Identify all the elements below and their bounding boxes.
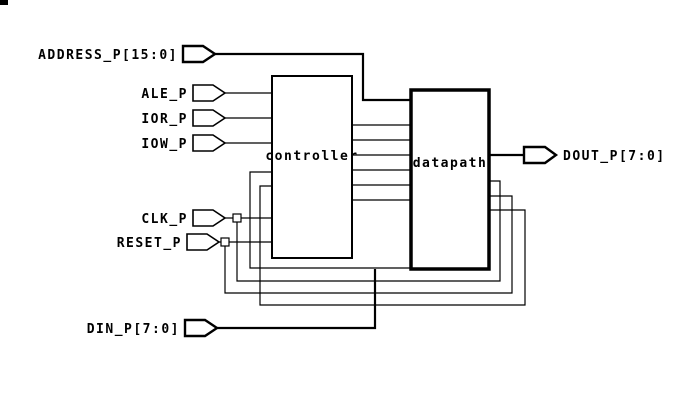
- port-label-clk: CLK_P: [141, 212, 188, 227]
- wire-din-bus[interactable]: [217, 269, 377, 330]
- junction-box-reset: [220, 237, 230, 247]
- datapath-label: datapath: [413, 156, 488, 171]
- input-port-arrow-icon[interactable]: [192, 209, 227, 227]
- output-port-arrow-icon[interactable]: [522, 145, 559, 165]
- input-port-arrow-icon[interactable]: [183, 318, 220, 338]
- port-label-ior: IOR_P: [141, 112, 188, 127]
- block-datapath[interactable]: datapath: [409, 88, 491, 271]
- port-label-dout: DOUT_P[7:0]: [563, 149, 666, 164]
- port-label-reset: RESET_P: [117, 236, 182, 251]
- input-port-arrow-icon[interactable]: [186, 233, 221, 251]
- input-port-iow[interactable]: IOW_P: [141, 134, 227, 152]
- port-label-din: DIN_P[7:0]: [87, 322, 180, 337]
- wire-clk-branch[interactable]: [236, 180, 501, 282]
- junction-box-clk: [232, 213, 242, 223]
- port-label-iow: IOW_P: [141, 137, 188, 152]
- input-port-address[interactable]: ADDRESS_P[15:0]: [38, 44, 218, 64]
- wire-feedback-1[interactable]: [249, 171, 411, 269]
- corner-artifact: [0, 0, 8, 5]
- port-label-ale: ALE_P: [141, 87, 188, 102]
- block-controller[interactable]: controller: [265, 75, 358, 259]
- wire-reset-branch[interactable]: [224, 195, 513, 294]
- input-port-arrow-icon[interactable]: [181, 44, 218, 64]
- input-port-reset[interactable]: RESET_P: [117, 233, 221, 251]
- wire-feedback-2[interactable]: [259, 185, 526, 306]
- input-port-ior[interactable]: IOR_P: [141, 109, 227, 127]
- input-port-arrow-icon[interactable]: [192, 109, 227, 127]
- controller-outline[interactable]: [271, 75, 353, 259]
- port-label-address: ADDRESS_P[15:0]: [38, 48, 178, 63]
- input-port-arrow-icon[interactable]: [192, 134, 227, 152]
- datapath-outline[interactable]: [409, 88, 491, 271]
- input-port-din[interactable]: DIN_P[7:0]: [87, 318, 220, 338]
- output-port-dout[interactable]: DOUT_P[7:0]: [522, 145, 666, 165]
- controller-label: controller: [265, 149, 358, 164]
- wire-address-bus[interactable]: [215, 52, 411, 102]
- input-port-arrow-icon[interactable]: [192, 84, 227, 102]
- input-port-clk[interactable]: CLK_P: [141, 209, 227, 227]
- nets: [215, 52, 526, 330]
- input-port-ale[interactable]: ALE_P: [141, 84, 227, 102]
